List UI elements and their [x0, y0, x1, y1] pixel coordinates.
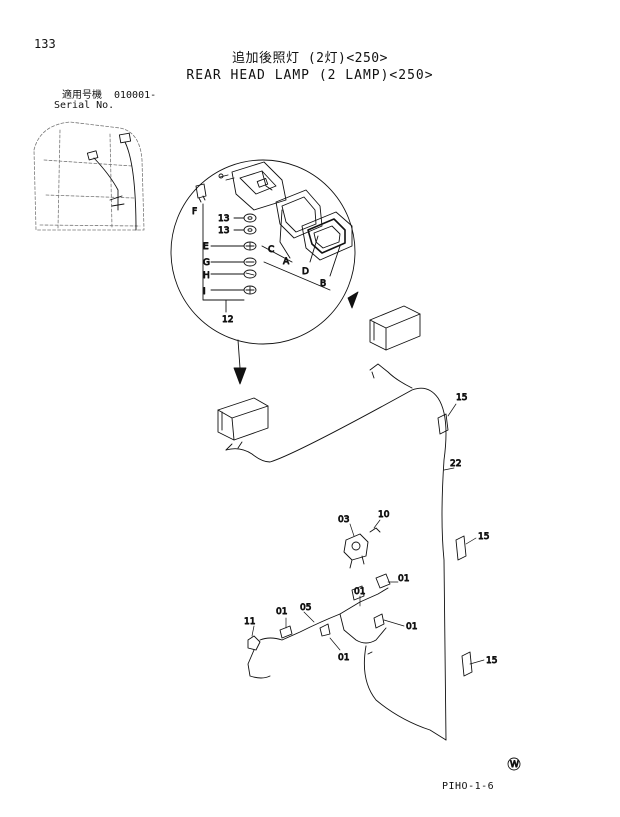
circled-w-letter: W — [510, 760, 519, 770]
right-rear-lamp — [369, 305, 421, 351]
callout-13b: 13 — [218, 226, 229, 236]
pointer-arrow-left-head — [233, 367, 247, 385]
left-rear-lamp — [217, 397, 269, 441]
footer-code: PIHO-1-6 — [442, 781, 495, 792]
callout-15a: 15 — [456, 393, 467, 403]
title-english: REAR HEAD LAMP (2 LAMP)<250> — [186, 68, 434, 83]
callout-01b: 01 — [276, 607, 287, 617]
callout-G: G — [203, 258, 210, 268]
callout-C: C — [268, 245, 274, 255]
callout-15c: 15 — [486, 656, 497, 666]
callout-A: A — [283, 257, 290, 267]
title-japanese: 追加後照灯 (2灯)<250> — [232, 51, 388, 66]
clamp-15-mid — [455, 535, 467, 561]
callout-F: F — [192, 207, 197, 217]
callout-13a: 13 — [218, 214, 229, 224]
callout-I: I — [203, 287, 206, 297]
callout-01e: 01 — [338, 653, 349, 663]
callout-01c: 01 — [354, 587, 365, 597]
machine-lamps — [86, 132, 137, 231]
clamp-15-top — [437, 413, 449, 435]
callout-leaders — [251, 403, 485, 665]
pointer-arrow-left — [237, 339, 241, 369]
serial-label-japanese: 適用号機 — [62, 90, 102, 101]
callout-22: 22 — [450, 459, 461, 469]
callout-03: 03 — [338, 515, 349, 525]
callout-11: 11 — [244, 617, 255, 627]
switch-03 — [343, 533, 369, 569]
harness-22 — [225, 363, 447, 741]
callout-05: 05 — [300, 603, 311, 613]
callout-D: D — [302, 267, 309, 277]
main-harness-05 — [247, 573, 447, 741]
pointer-arrow-right — [347, 291, 359, 309]
callout-E: E — [203, 242, 209, 252]
callout-10: 10 — [378, 510, 390, 520]
circled-w-mark — [507, 757, 521, 771]
callout-H: H — [203, 271, 210, 281]
part-10 — [369, 527, 381, 533]
callout-01a: 01 — [398, 574, 409, 584]
callout-12: 12 — [222, 315, 233, 325]
callout-15b: 15 — [478, 532, 489, 542]
callout-B: B — [320, 279, 326, 289]
serial-number-value: 010001- — [114, 90, 157, 101]
page-number: 133 — [34, 37, 56, 51]
machine-outline — [33, 121, 145, 231]
callout-01d: 01 — [406, 622, 417, 632]
detail-circle — [170, 159, 356, 345]
serial-label-english: Serial No. — [54, 100, 115, 111]
clamp-15-low — [461, 651, 473, 677]
